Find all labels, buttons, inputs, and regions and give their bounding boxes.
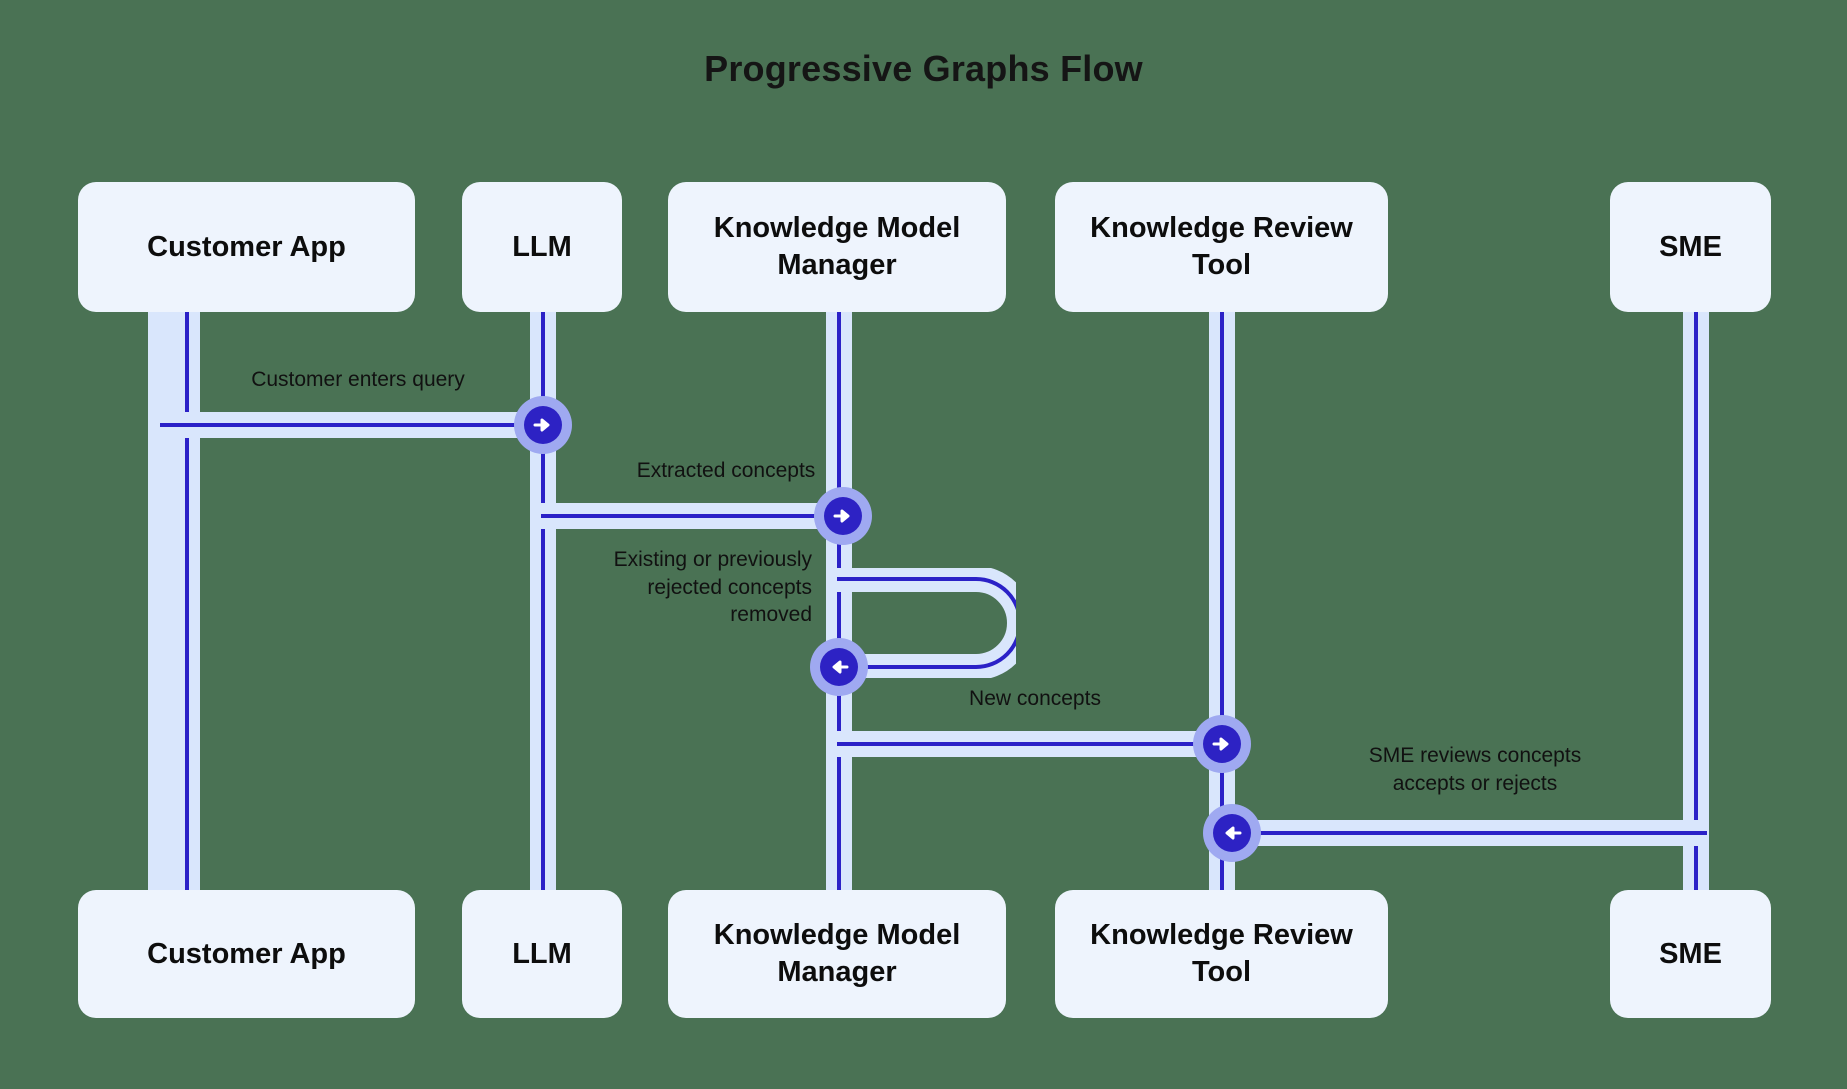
arrow-left-icon-m5	[1203, 804, 1261, 862]
message-line-m5	[1220, 831, 1707, 835]
page-title: Progressive Graphs Flow	[704, 48, 1143, 89]
marker-core-m1	[524, 406, 562, 444]
participant-bottom-sme[interactable]: SME	[1610, 890, 1771, 1018]
participant-bottom-llm[interactable]: LLM	[462, 890, 622, 1018]
lifeline-llm	[541, 262, 545, 908]
participant-bottom-customer-app[interactable]: Customer App	[78, 890, 415, 1018]
participant-top-customer-app[interactable]: Customer App	[78, 182, 415, 312]
participant-top-llm[interactable]: LLM	[462, 182, 622, 312]
lifeline-sme	[1694, 262, 1698, 908]
message-label-new-concepts: New concepts	[969, 687, 1101, 710]
lifeline-customer-app	[185, 262, 189, 908]
marker-core-m4	[1203, 725, 1241, 763]
marker-core-m5	[1213, 814, 1251, 852]
participant-top-krt[interactable]: Knowledge Review Tool	[1055, 182, 1388, 312]
message-label-sme-reviews-concepts: SME reviews concepts accepts or rejects	[1368, 744, 1582, 795]
message-label-customer-enters-query: Customer enters query	[251, 368, 465, 391]
participant-bottom-krt[interactable]: Knowledge Review Tool	[1055, 890, 1388, 1018]
message-label-extracted-concepts: Extracted concepts	[636, 459, 816, 482]
lifeline-krt	[1220, 262, 1224, 908]
lifeline-kmm	[837, 262, 841, 908]
participant-top-sme[interactable]: SME	[1610, 182, 1771, 312]
message-line-m2	[541, 514, 854, 518]
arrow-right-icon-m2	[814, 487, 872, 545]
activation-bar-customer-app	[148, 262, 174, 908]
arrow-left-icon-m3	[810, 638, 868, 696]
message-line-m1	[160, 423, 554, 427]
message-line-m4	[837, 742, 1233, 746]
participant-bottom-kmm[interactable]: Knowledge Model Manager	[668, 890, 1006, 1018]
arrow-right-icon-m1	[514, 396, 572, 454]
marker-core-m3	[820, 648, 858, 686]
message-label-existing-rejected-removed: Existing or previously rejected concepts…	[613, 548, 812, 627]
arrow-right-icon-m4	[1193, 715, 1251, 773]
participant-top-kmm[interactable]: Knowledge Model Manager	[668, 182, 1006, 312]
marker-core-m2	[824, 497, 862, 535]
